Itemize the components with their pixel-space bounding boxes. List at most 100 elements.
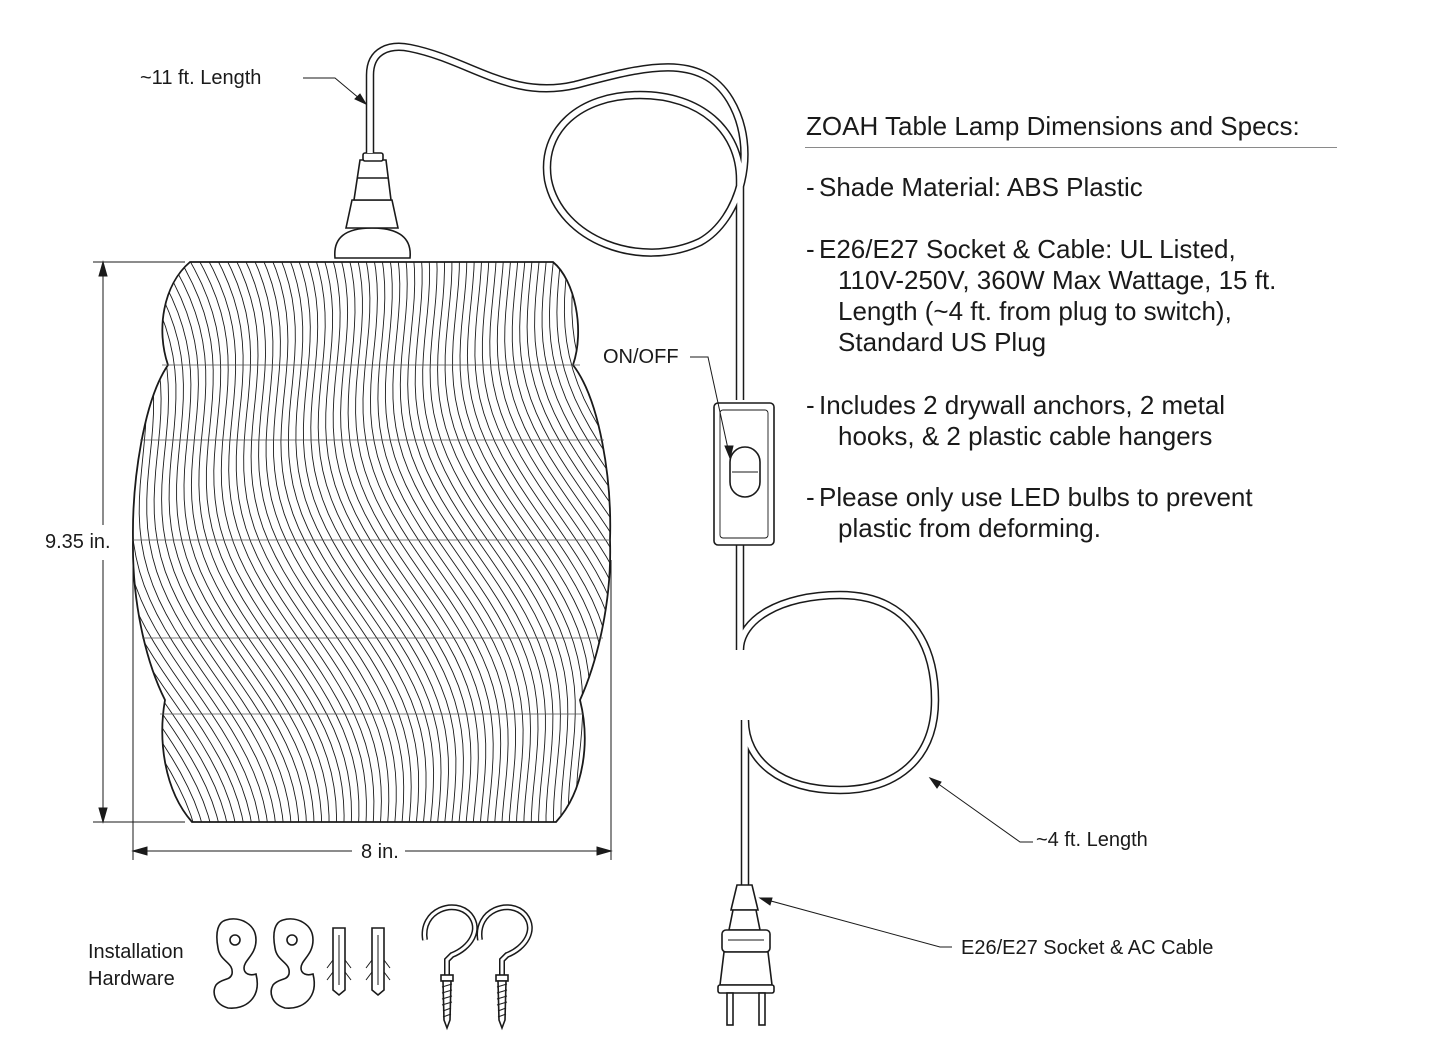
shade-texture-line — [347, 262, 487, 822]
shade-texture-line — [305, 262, 449, 822]
spec-item: - E26/E27 Socket & Cable: UL Listed, 110… — [806, 234, 1276, 358]
cable-hanger — [270, 918, 316, 1009]
shade-texture-line — [132, 262, 246, 822]
shade-texture-line — [205, 262, 367, 822]
hardware-label-line-1: Installation — [88, 941, 184, 963]
shade-texture-line — [504, 262, 611, 822]
inline-switch — [713, 402, 775, 546]
shade-texture-line — [132, 262, 229, 822]
shade-texture-line — [269, 262, 420, 822]
bottom-cord-length-label: ~4 ft. Length — [1036, 829, 1148, 851]
spec-line: Please only use LED bulbs to prevent — [819, 482, 1253, 512]
shade-texture-line — [526, 262, 611, 822]
power-cord — [365, 42, 940, 885]
shade-texture-line — [399, 262, 539, 822]
spec-item: - Includes 2 drywall anchors, 2 metal ho… — [806, 390, 1225, 452]
spec-item: - Shade Material: ABS Plastic — [806, 172, 1143, 203]
metal-hook — [476, 904, 533, 1031]
shade-texture-line — [519, 262, 611, 822]
shade-texture-line — [278, 262, 427, 822]
shade-texture-line — [339, 262, 479, 822]
cable-hanger — [213, 918, 259, 1009]
shade-texture-line — [132, 262, 213, 822]
shade-texture-line — [556, 262, 611, 822]
shade-texture-line — [511, 262, 611, 822]
shade-texture-line — [474, 262, 611, 822]
shade-texture-line — [0, 255, 5, 830]
shade-texture-line — [534, 262, 611, 822]
shade-texture-line — [370, 262, 509, 822]
shade-texture-line — [132, 262, 308, 822]
shade-texture-line — [195, 262, 360, 822]
shade-texture-line — [0, 255, 14, 830]
spec-line: Length (~4 ft. from plug to switch), — [838, 296, 1232, 326]
shade-texture-line — [132, 262, 300, 822]
shade-texture-line — [541, 262, 611, 822]
shade-texture-line — [322, 262, 464, 822]
shade-texture-line — [313, 262, 457, 822]
height-label: 9.35 in. — [45, 531, 111, 553]
shade-texture-line — [414, 262, 554, 822]
shade-texture-line — [157, 262, 330, 822]
specs-title: ZOAH Table Lamp Dimensions and Specs: — [806, 111, 1300, 141]
shade-texture-line — [407, 262, 546, 822]
shade-texture-line — [233, 262, 390, 822]
shade-texture-line — [176, 262, 345, 822]
shade-texture-line — [147, 262, 323, 822]
spec-line: plastic from deforming. — [838, 513, 1101, 543]
shade-texture-line — [132, 262, 221, 822]
shade-texture-line — [489, 262, 611, 822]
shade-texture-line — [571, 262, 611, 822]
height-dimension — [93, 260, 185, 824]
socket-cable-label: E26/E27 Socket & AC Cable — [961, 937, 1214, 959]
shade-texture-line — [167, 262, 337, 822]
shade-texture-line — [422, 262, 561, 822]
shade-texture-line — [578, 262, 611, 822]
spec-line: E26/E27 Socket & Cable: UL Listed, — [819, 234, 1236, 264]
shade-texture-line — [186, 262, 352, 822]
shade-texture-line — [563, 262, 611, 822]
shade-texture-line — [384, 262, 524, 822]
metal-hook — [421, 904, 478, 1031]
shade-texture-line — [214, 262, 375, 822]
shade-texture-line — [0, 255, 43, 830]
shade-texture-line — [496, 262, 611, 822]
top-cord-length-label: ~11 ft. Length — [140, 67, 262, 89]
width-label: 8 in. — [361, 841, 399, 863]
spec-item: - Please only use LED bulbs to prevent p… — [806, 482, 1253, 544]
shade-texture-line — [481, 262, 611, 822]
specs-divider — [805, 147, 1337, 148]
shade-texture-line — [549, 262, 611, 822]
shade-texture-line — [223, 262, 382, 822]
shade-texture-line — [287, 262, 435, 822]
spec-line: hooks, & 2 plastic cable hangers — [838, 421, 1213, 451]
shade-texture-line — [132, 262, 292, 822]
shade-texture-line — [444, 262, 584, 822]
drywall-anchor — [326, 927, 352, 997]
shade-texture-line — [132, 262, 238, 822]
spec-line: Shade Material: ABS Plastic — [819, 172, 1143, 202]
spec-line: Standard US Plug — [838, 327, 1047, 357]
shade-texture-line — [429, 262, 569, 822]
drywall-anchor — [365, 927, 391, 997]
shade-texture-line — [138, 262, 315, 822]
shade-texture-line — [0, 255, 24, 830]
shade-texture-line — [296, 262, 442, 822]
lamp-shade — [0, 255, 612, 830]
shade-texture-line — [362, 262, 502, 822]
shade-texture-line — [355, 262, 494, 822]
spec-bullet: - — [806, 390, 815, 420]
shade-texture-line — [260, 262, 412, 822]
shade-texture-line — [132, 262, 254, 822]
shade-texture-line — [377, 262, 516, 822]
shade-texture-line — [132, 262, 261, 822]
width-dimension — [131, 560, 613, 860]
spec-bullet: - — [806, 482, 815, 512]
shade-texture-line — [0, 255, 33, 830]
shade-texture-line — [437, 262, 576, 822]
spec-line: Includes 2 drywall anchors, 2 metal — [819, 390, 1226, 420]
switch-label: ON/OFF — [603, 346, 679, 368]
plug — [717, 884, 775, 1026]
